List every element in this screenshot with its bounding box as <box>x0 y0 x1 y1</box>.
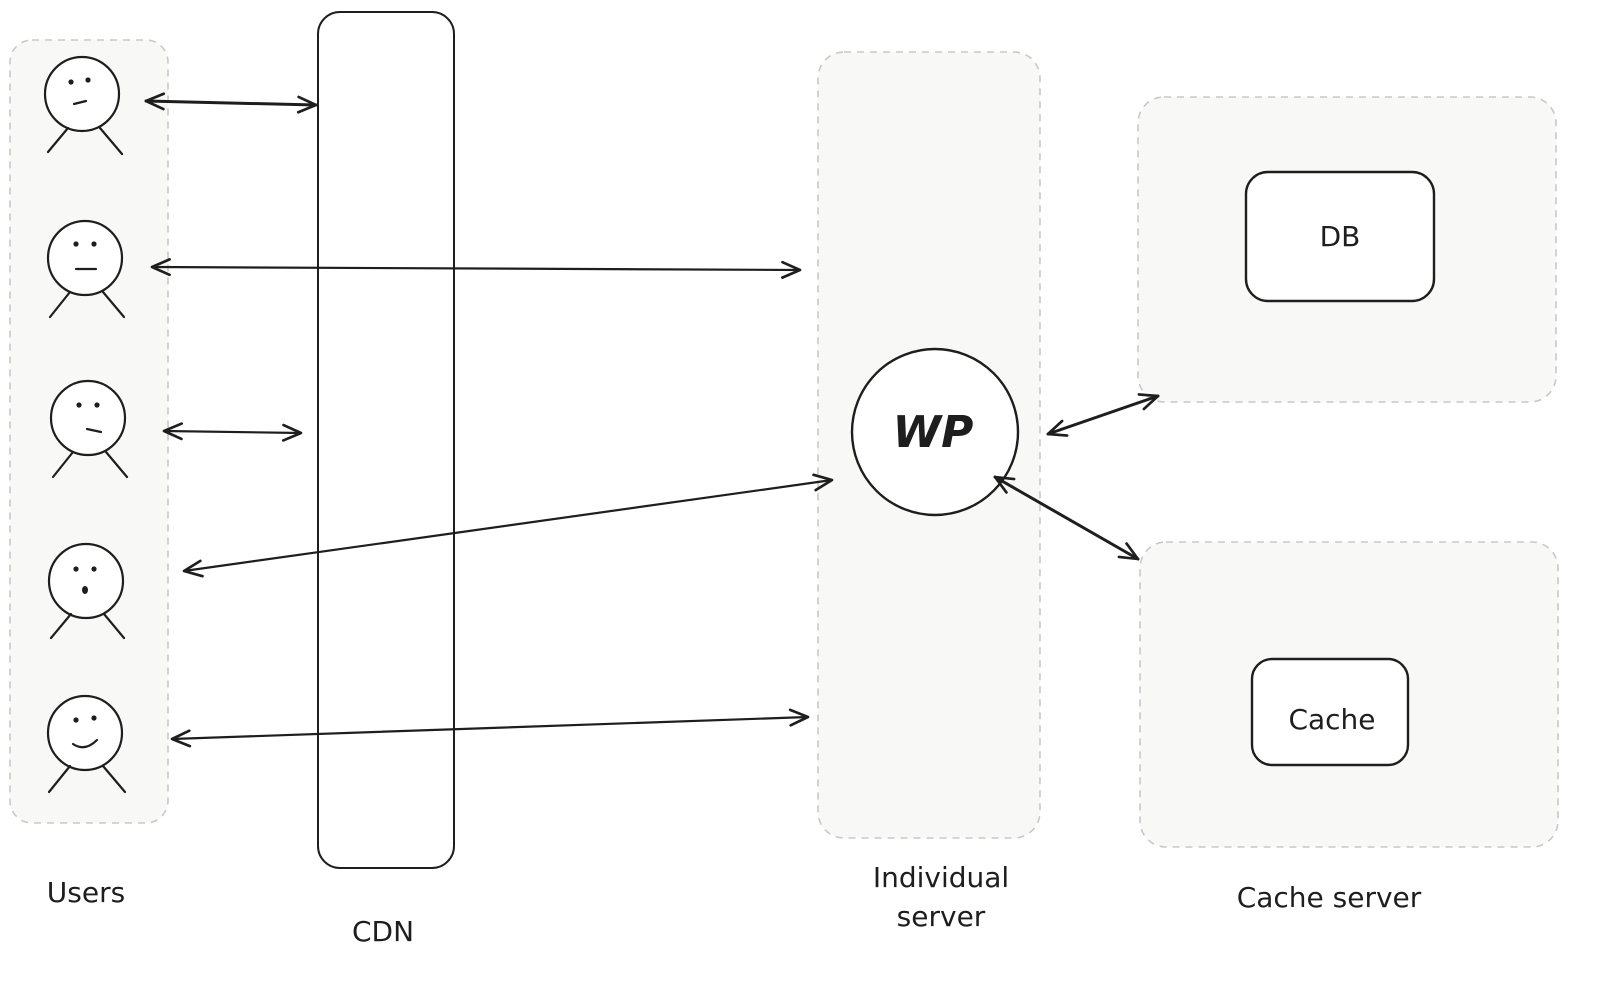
user-icon-3 <box>49 379 129 479</box>
user-icon-4 <box>47 542 126 640</box>
arrow-user3-cdn <box>162 422 303 442</box>
users-label: Users <box>47 876 125 909</box>
db-node-label: DB <box>1320 220 1361 253</box>
wp-node-label: WP <box>893 407 974 458</box>
individual-server-label-line2: server <box>897 900 986 933</box>
arrow-user5-server <box>170 708 810 748</box>
arrow-user4-wp <box>182 473 834 578</box>
arrow-user2-server <box>150 258 802 279</box>
db-node <box>1244 170 1436 303</box>
cache-node-label: Cache <box>1288 703 1375 736</box>
arrow-user1-cdn <box>144 92 318 114</box>
cache-server-label: Cache server <box>1237 881 1422 914</box>
cache-node <box>1250 657 1410 767</box>
user-icon-1 <box>43 55 124 156</box>
wp-node <box>850 347 1020 517</box>
cdn-box <box>317 11 455 869</box>
individual-server-label-line1: Individual <box>873 861 1009 894</box>
cdn-label: CDN <box>352 915 414 948</box>
user-icon-5 <box>46 694 127 794</box>
user-icon-2 <box>46 219 126 319</box>
arrow-wp-db <box>1046 393 1160 437</box>
arrow-wp-cache <box>993 475 1140 561</box>
